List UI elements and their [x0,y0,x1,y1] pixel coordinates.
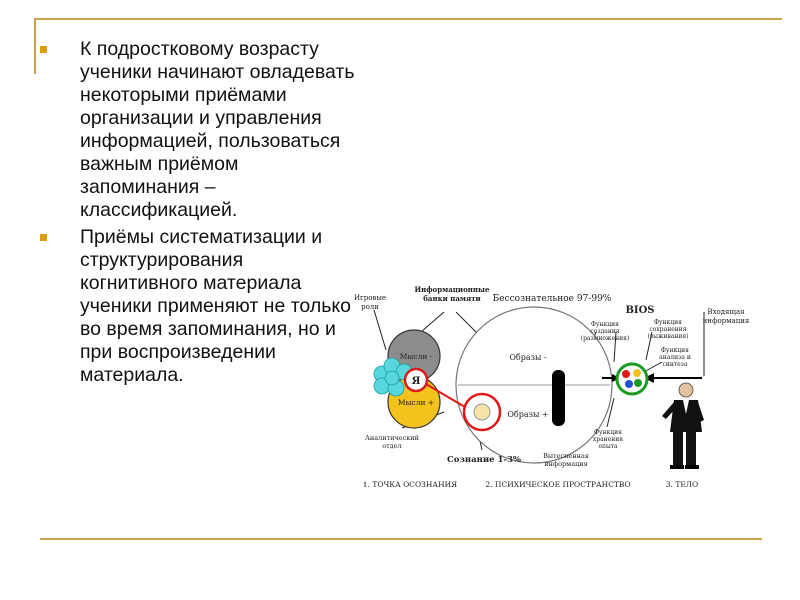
cyan-cluster [373,357,413,397]
barrier-bar [552,370,565,426]
displaced-line1: Вытесненная [543,452,589,460]
bottom-rule [40,538,762,540]
incoming-arrowhead [644,373,654,383]
bios-dot-blue [625,380,633,388]
bios-circle [615,362,649,396]
label-space: 2. ПСИХИЧЕСКОЕ ПРОСТРАНСТВО [485,480,630,489]
func-experience-line3: опыта [598,443,618,450]
consciousness-label: Сознание 1-3% [447,455,521,465]
images-plus-label: Образы + [507,410,548,419]
func-preservation-line1: Функция [654,319,682,326]
bullet-item: К подростковому возрасту ученики начинаю… [40,38,360,222]
red-link [425,383,471,411]
unconscious-label: Бессознательное 97-99% [493,294,612,304]
incoming-line2: информация [703,317,750,325]
ego-circle [403,367,429,393]
bullet-square-icon [40,234,47,241]
func-preservation-line3: (выживания) [647,333,688,340]
bullet-list: К подростковому возрасту ученики начинаю… [40,38,360,391]
top-left-rule [34,18,36,74]
func-analysis-line2: анализа и [659,354,691,361]
func-experience-line1: Функция [594,429,622,436]
bios-dot-red [622,370,630,378]
func-creation-line1: Функция [591,321,619,328]
memory-banks-line2: банки памяти [423,294,480,303]
thoughts-plus-label: Мысли + [398,398,434,407]
psyche-diagram: Я Игровые роли Информационные банки памя… [354,285,750,489]
bullet-text: Приёмы систематизации и структурирования… [80,226,351,386]
func-analysis-line1: Функция [661,347,689,354]
func-preservation-line2: сохранения [649,326,686,333]
analytic-dept-line1: Аналитический [365,434,419,442]
label-point: 1. ТОЧКА ОСОЗНАНИЯ [363,480,457,489]
person-figure [662,382,704,469]
ego-label: Я [412,376,421,387]
label-body: 3. ТЕЛО [666,480,698,489]
incoming-line1: Входящая [707,308,745,316]
game-roles-line1: Игровые [354,294,386,302]
analytic-dept-line2: отдел [382,442,402,450]
func-analysis-line3: синтеза [662,361,688,368]
func-experience-line2: хранения [593,436,623,443]
images-minus-label: Образы - [509,353,547,362]
bullet-text: К подростковому возрасту ученики начинаю… [80,38,355,221]
func-creation-line2: создания [590,328,620,335]
thoughts-minus-label: Мысли - [400,352,433,361]
bios-dot-green [634,379,642,387]
func-creation-line3: (размножения) [581,335,630,342]
bios-label: BIOS [625,305,654,316]
bullet-item: Приёмы систематизации и структурирования… [40,226,360,387]
top-rule [34,18,782,20]
displaced-line2: информация [544,460,587,468]
memory-banks-line1: Информационные [415,285,491,294]
consciousness-inner [473,403,491,421]
bullet-square-icon [40,46,47,53]
bios-dot-yellow [633,369,641,377]
game-roles-line2: роли [361,303,379,311]
